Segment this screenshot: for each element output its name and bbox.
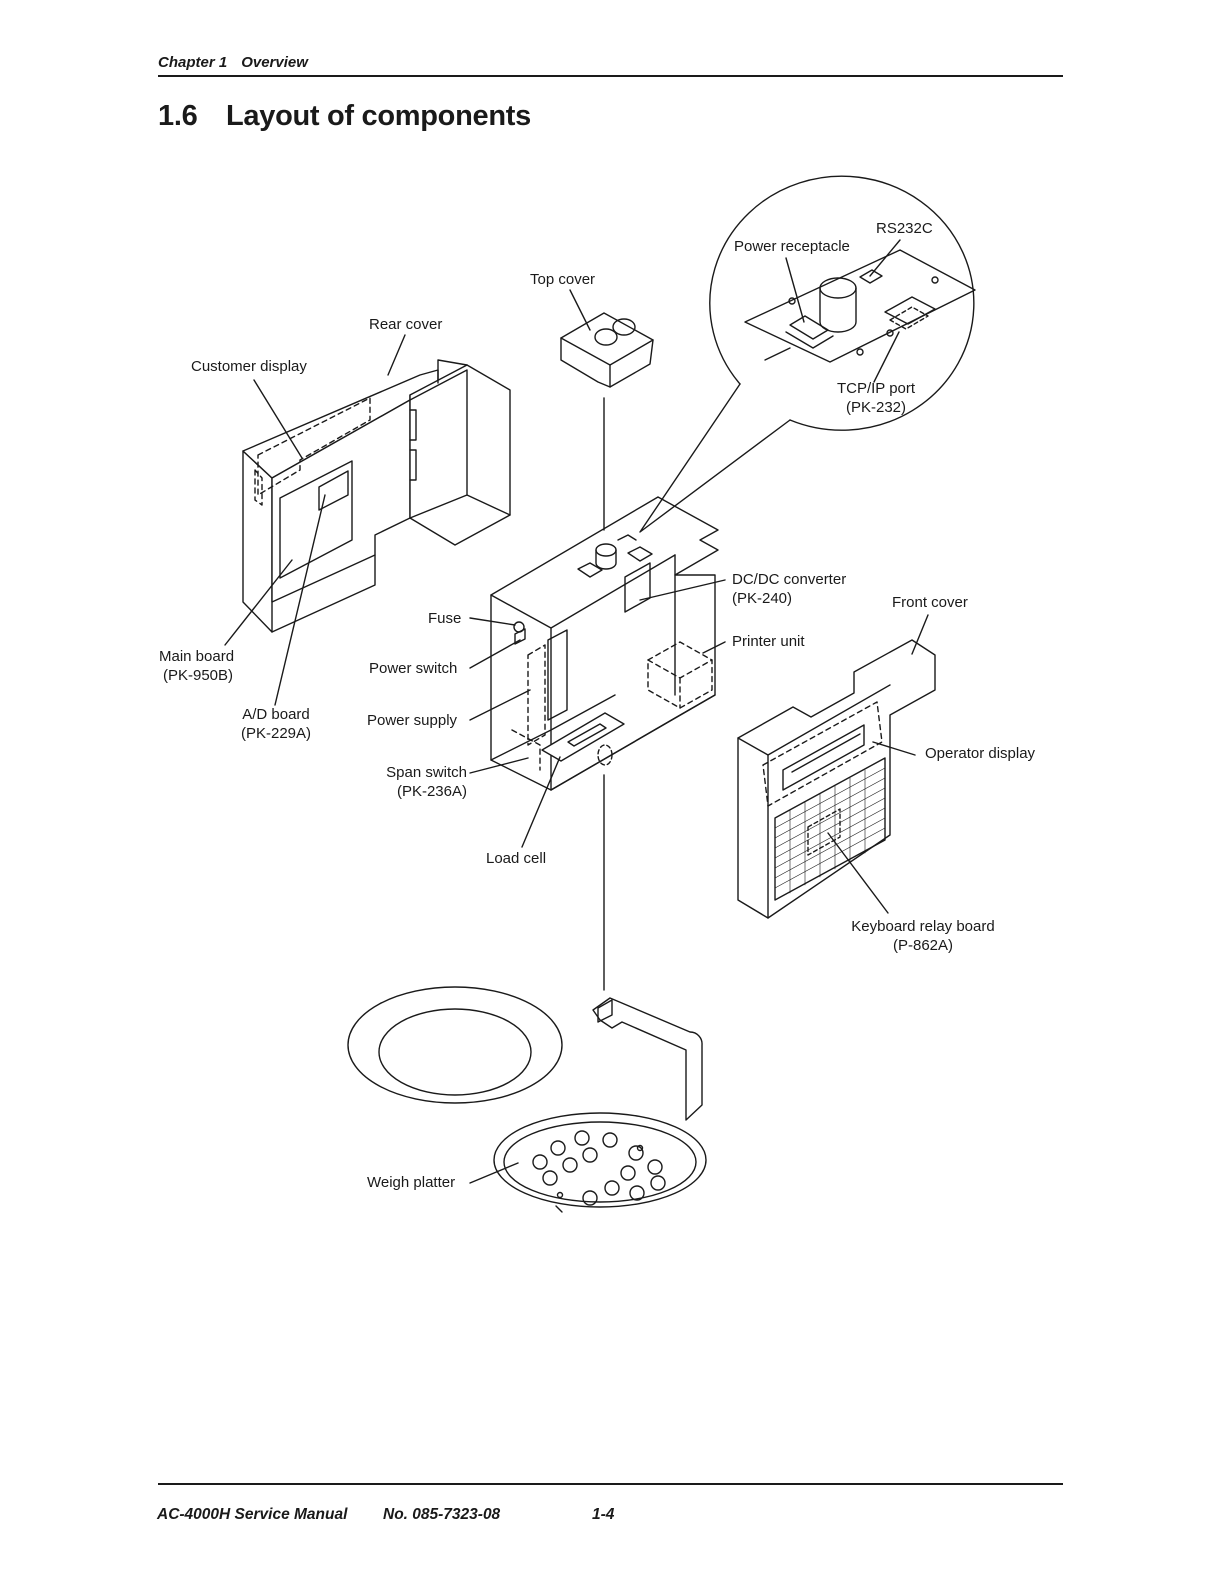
label-tcpip-port-name: TCP/IP port bbox=[836, 380, 916, 397]
section-title: 1.6 Layout of components bbox=[158, 100, 531, 133]
label-span-switch: Span switch (PK-236A) bbox=[360, 763, 467, 801]
section-number: 1.6 bbox=[158, 100, 198, 132]
label-main-board-name: Main board bbox=[159, 648, 235, 665]
label-operator-display: Operator display bbox=[925, 745, 1036, 762]
label-keyboard-relay-board-name: Keyboard relay board bbox=[851, 918, 995, 935]
weigh-platter-illustration bbox=[493, 1112, 707, 1213]
platter-support-illustration bbox=[592, 997, 703, 1121]
footer-page-number: 1-4 bbox=[592, 1506, 615, 1523]
label-load-cell: Load cell bbox=[486, 850, 547, 867]
label-fuse: Fuse bbox=[428, 610, 462, 627]
chapter-title: Overview bbox=[241, 54, 308, 71]
header-rule bbox=[158, 75, 1063, 77]
label-power-switch: Power switch bbox=[369, 660, 458, 677]
label-keyboard-relay-board: Keyboard relay board (P-862A) bbox=[838, 917, 1008, 955]
label-dcdc-converter-name: DC/DC converter bbox=[732, 571, 847, 588]
weigh-platter-dish-illustration bbox=[347, 986, 563, 1104]
chapter-header: Chapter 1 Overview bbox=[158, 54, 308, 71]
label-top-cover: Top cover bbox=[530, 271, 596, 288]
connector-detail-inset bbox=[639, 175, 976, 533]
leader-lines bbox=[224, 239, 929, 1184]
label-main-board-code: (PK-950B) bbox=[163, 667, 234, 684]
front-cover-illustration bbox=[737, 639, 936, 919]
rear-cover-illustration bbox=[242, 359, 511, 633]
label-ad-board-code: (PK-229A) bbox=[240, 725, 312, 742]
label-dcdc-converter: DC/DC converter (PK-240) bbox=[732, 570, 846, 608]
label-ad-board: A/D board (PK-229A) bbox=[226, 705, 326, 743]
label-dcdc-converter-code: (PK-240) bbox=[732, 590, 793, 607]
top-cover-illustration bbox=[560, 312, 654, 388]
label-customer-display: Customer display bbox=[191, 358, 307, 375]
section-heading: Layout of components bbox=[226, 100, 531, 132]
footer-manual-title: AC-4000H Service Manual bbox=[157, 1506, 348, 1523]
label-rs232c: RS232C bbox=[876, 220, 933, 237]
label-printer-unit: Printer unit bbox=[732, 633, 805, 650]
footer-document-number: No. 085-7323-08 bbox=[383, 1506, 501, 1523]
footer-rule bbox=[158, 1483, 1063, 1485]
label-span-switch-code: (PK-236A) bbox=[396, 783, 467, 800]
chapter-number: Chapter 1 bbox=[158, 54, 228, 71]
label-rear-cover: Rear cover bbox=[369, 316, 443, 333]
label-power-supply: Power supply bbox=[367, 712, 458, 729]
label-tcpip-port-code: (PK-232) bbox=[845, 399, 907, 416]
label-power-receptacle: Power receptacle bbox=[734, 238, 850, 255]
label-weigh-platter: Weigh platter bbox=[367, 1174, 456, 1191]
label-keyboard-relay-board-code: (P-862A) bbox=[892, 937, 954, 954]
label-front-cover: Front cover bbox=[892, 594, 968, 611]
label-main-board: Main board (PK-950B) bbox=[159, 647, 234, 685]
page-footer: AC-4000H Service Manual No. 085-7323-08 1-… bbox=[157, 1506, 614, 1524]
main-body-illustration bbox=[490, 496, 719, 791]
label-ad-board-name: A/D board bbox=[242, 706, 310, 723]
label-tcpip-port: TCP/IP port (PK-232) bbox=[826, 379, 926, 417]
label-span-switch-name: Span switch bbox=[386, 764, 467, 781]
